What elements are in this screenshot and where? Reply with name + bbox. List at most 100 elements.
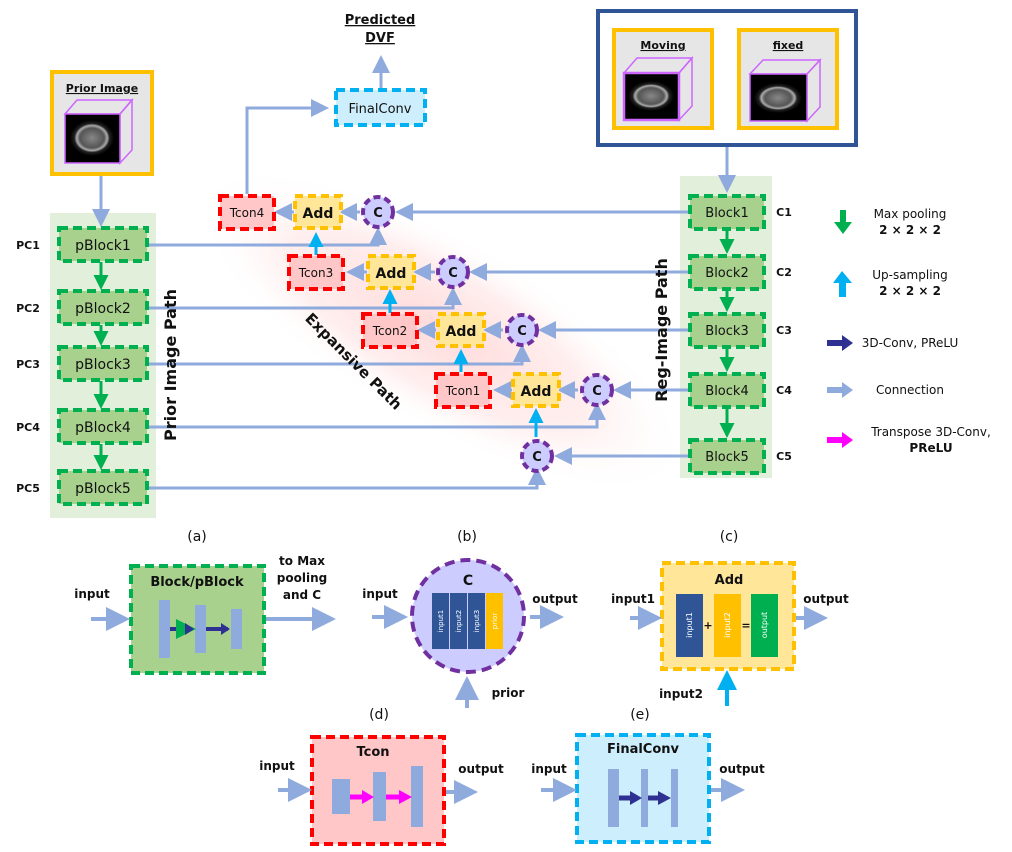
legend-item: Transpose 3D-Conv, PReLU (827, 425, 991, 455)
concat-node[interactable]: C (580, 373, 614, 407)
panel-e-layer-3 (671, 769, 678, 827)
moving-label: Moving (640, 39, 685, 52)
tcon-node[interactable]: Tcon3 (287, 254, 345, 291)
block-label: Block4 (705, 384, 748, 399)
finalconv-node[interactable]: FinalConv (334, 88, 427, 127)
tcon-label: Tcon1 (445, 384, 480, 398)
block-label: Block5 (705, 450, 748, 465)
panel-b-bar-label: input3 (473, 610, 481, 632)
legend-item: 3D-Conv, PReLU (827, 335, 958, 351)
panel-c-bar-label: input2 (723, 612, 732, 638)
add-label: Add (303, 206, 334, 222)
panel-b-bar (432, 593, 449, 649)
navy-right-arrow-icon (827, 340, 843, 346)
panel-b-bar-label: prior (491, 613, 499, 630)
legend-sublabel: 2 × 2 × 2 (879, 223, 941, 237)
maxpool-arrow-head-icon (834, 222, 852, 234)
panel-a-layer-2 (195, 605, 206, 653)
concat-node-bottom[interactable]: C (520, 439, 554, 473)
tcon-label: Tcon4 (229, 206, 264, 220)
panel-d-input-label: input (259, 759, 295, 773)
prior-image-label: Prior Image (66, 82, 138, 95)
legend-label: Connection (876, 383, 944, 397)
block-2[interactable]: Block2 (688, 254, 766, 291)
panel-e-conv-head-1 (630, 791, 642, 805)
panel-e-finalconv: (e) FinalConv input output (531, 707, 765, 844)
panel-c-plus: + (703, 619, 712, 632)
pblock5-to-c0 (149, 467, 546, 490)
panel-a-tag: (a) (187, 529, 207, 545)
upsample-arrow-icon (839, 281, 846, 297)
block-4[interactable]: Block4 (688, 372, 766, 409)
panel-b-bar-label: input1 (437, 610, 445, 632)
block-3[interactable]: Block3 (688, 312, 766, 349)
panel-d-layer-1 (332, 779, 350, 814)
add-node[interactable]: Add (366, 254, 416, 290)
panel-e-title: FinalConv (607, 742, 680, 757)
tcon-node[interactable]: Tcon4 (218, 194, 276, 231)
panel-c-bar-label: output (760, 612, 769, 638)
block-tag: C2 (776, 266, 792, 279)
panel-d-output-label: output (458, 762, 504, 776)
panel-d-layer-3 (411, 766, 423, 827)
legend-sublabel: PReLU (909, 441, 952, 455)
panel-c-input2-label: input2 (659, 687, 703, 701)
finalconv-label: FinalConv (349, 102, 412, 117)
legend-label: Transpose 3D-Conv, (870, 425, 991, 439)
panel-c-bar (714, 594, 741, 657)
panel-d-title: Tcon (356, 745, 389, 760)
panel-e-tag: (e) (630, 707, 650, 723)
tcon-node[interactable]: Tcon1 (434, 372, 492, 409)
block-5[interactable]: Block5 (688, 438, 766, 475)
panel-a-conv-head-2 (221, 623, 230, 635)
panel-a-output-label-3: and C (283, 588, 321, 602)
panel-a-output-label-2: pooling (277, 571, 327, 585)
concat-node[interactable]: C (361, 195, 395, 229)
panel-d-tcon: (d) Tcon input output (259, 707, 504, 846)
prior-image-box: Prior Image (50, 70, 154, 176)
block-1[interactable]: Block1 (688, 194, 766, 231)
panel-b-prior-label: prior (492, 686, 525, 700)
pblock-label: pBlock3 (75, 357, 131, 373)
pblock1-to-c4 (147, 227, 387, 247)
legend-sublabel: 2 × 2 × 2 (879, 284, 941, 298)
panel-a-input-label: input (74, 587, 110, 601)
concat-node[interactable]: C (505, 313, 539, 347)
legend-label: 3D-Conv, PReLU (862, 336, 959, 350)
add-node[interactable]: Add (511, 372, 561, 408)
block-label: Block3 (705, 324, 748, 339)
tcon4-to-finalconv (245, 99, 329, 194)
magenta-right-arrow-icon (827, 437, 843, 443)
panel-e-layer-2 (641, 769, 648, 827)
panel-c-title: Add (715, 573, 744, 588)
panel-c-input1-label: input1 (611, 592, 655, 606)
fixed-label: fixed (773, 39, 804, 52)
pblock-1[interactable]: pBlock1 (57, 226, 149, 263)
predicted-dvf-line2: DVF (365, 31, 395, 46)
pblock3-to-c2 (147, 344, 531, 366)
panel-a-block: (a) Block/pBlock input to Max pooling an… (74, 529, 336, 675)
pblock-4[interactable]: pBlock4 (57, 408, 149, 445)
panel-e-output-label: output (719, 762, 765, 776)
prior-image-path-title: Prior Image Path (161, 289, 180, 441)
add-label: Add (446, 324, 477, 340)
tcon-node[interactable]: Tcon2 (361, 312, 419, 349)
panel-d-layer-2 (373, 772, 386, 821)
add-node[interactable]: Add (436, 312, 486, 348)
pblock-2[interactable]: pBlock2 (57, 289, 149, 326)
concat-node[interactable]: C (436, 255, 470, 289)
panel-a-conv-head-1 (185, 623, 194, 635)
panel-d-tag: (d) (369, 707, 389, 723)
panel-b-bar-label: input2 (455, 610, 463, 632)
tcon-label: Tcon2 (372, 324, 407, 338)
pblock-3[interactable]: pBlock3 (57, 345, 149, 382)
pblock-5[interactable]: pBlock5 (57, 469, 149, 506)
reg-image-path-title: Reg-Image Path (652, 258, 671, 402)
pblock-label: pBlock4 (75, 420, 131, 436)
add-node[interactable]: Add (293, 194, 343, 230)
concat-label: C (448, 266, 458, 281)
legend-label: Up-sampling (872, 268, 948, 282)
maxpool-arrow-icon (840, 210, 846, 224)
panel-b-title: C (463, 573, 473, 589)
